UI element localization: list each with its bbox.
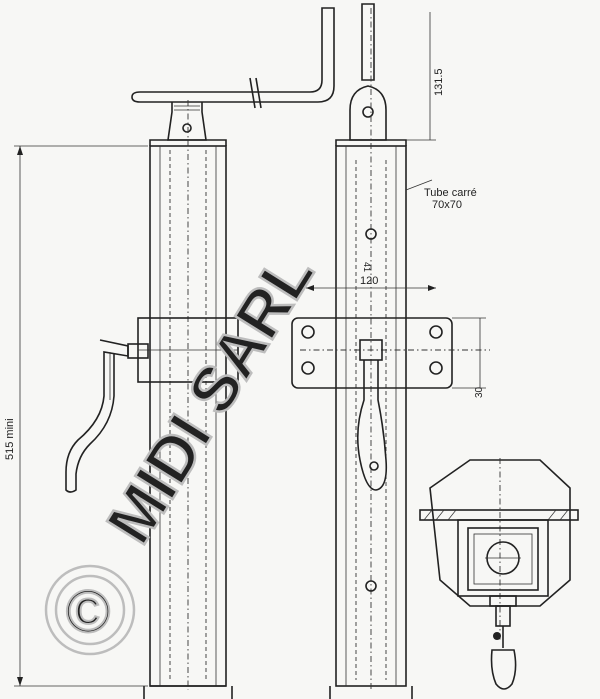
height-dimension-label: 515 mini [4, 418, 16, 460]
watermark-text: MIDI SARL [93, 240, 327, 556]
section-view [419, 458, 579, 690]
main-tube-front [329, 8, 413, 699]
main-tube-side [143, 100, 233, 699]
tube-label-line2: 70x70 [432, 199, 462, 211]
top-crank-handle [131, 7, 335, 146]
side-lever-handle [65, 339, 129, 493]
dim-top-label: 131.5 [433, 68, 445, 96]
clamp-plate-front [291, 317, 490, 389]
watermark-symbol: © [66, 578, 110, 645]
section-hatching [423, 509, 569, 521]
height-dimension [14, 145, 148, 687]
tube-label-line1: Tube carré [424, 187, 477, 199]
side-view: 515 mini [4, 7, 335, 699]
dim-small-label: 30 [474, 386, 485, 398]
front-lever [356, 339, 388, 491]
dim-side-label: 41 [362, 262, 372, 272]
clamp-plate-side [127, 317, 239, 383]
dim-width-label: 120 [360, 275, 378, 287]
front-dimensions [306, 12, 486, 389]
front-view: 131.5 Tube carré 70x70 120 30 41 [291, 3, 490, 699]
